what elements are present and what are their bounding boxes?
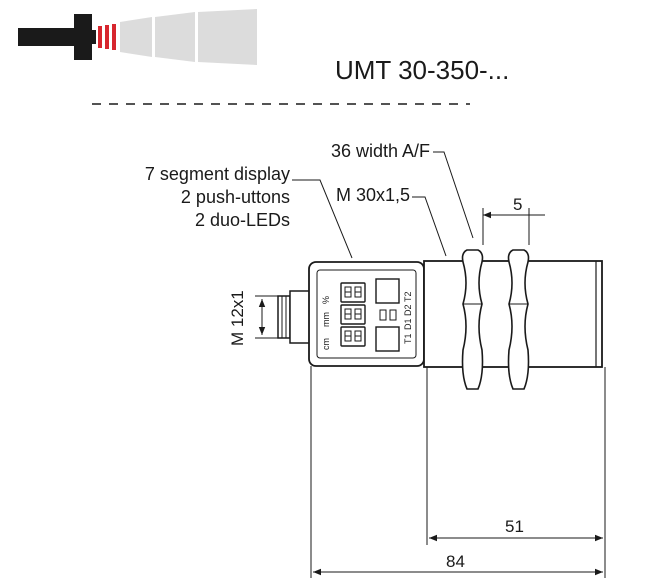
callout-thread: M 30x1,5 <box>336 185 410 205</box>
label-t1: T1 <box>403 333 413 344</box>
dim-threaded-length: 51 <box>505 517 524 536</box>
callout-display: 7 segment display <box>145 164 290 184</box>
unit-mm-label: mm <box>321 312 331 327</box>
sensor-body <box>277 249 603 390</box>
connector-plug <box>277 295 291 339</box>
unit-cm-label: cm <box>321 338 331 350</box>
dim-total-length: 84 <box>446 552 465 571</box>
seven-segment-display <box>340 282 366 347</box>
label-d1: D1 <box>403 318 413 330</box>
push-button-bottom <box>375 326 400 352</box>
ultrasonic-beam-icon <box>18 9 257 65</box>
nut-1 <box>461 249 484 390</box>
nut-2 <box>507 249 530 390</box>
label-d2: D2 <box>403 304 413 316</box>
push-button-top <box>375 278 400 304</box>
dim-connector-thread: M 12x1 <box>228 290 247 346</box>
model-title: UMT 30-350-... <box>335 55 509 85</box>
duo-led-1 <box>379 309 387 321</box>
dim-nut-width: 5 <box>513 195 522 214</box>
callout-leds: 2 duo-LEDs <box>195 210 290 230</box>
leader-lines <box>292 151 474 259</box>
unit-percent-label: % <box>321 296 331 304</box>
dimension-lines <box>255 208 606 578</box>
display-panel: % mm cm T1 D1 D2 T2 <box>321 278 413 352</box>
callout-buttons: 2 push-uttons <box>181 187 290 207</box>
duo-led-2 <box>389 309 397 321</box>
label-t2: T2 <box>403 291 413 302</box>
callout-wrench-size: 36 width A/F <box>331 141 430 161</box>
